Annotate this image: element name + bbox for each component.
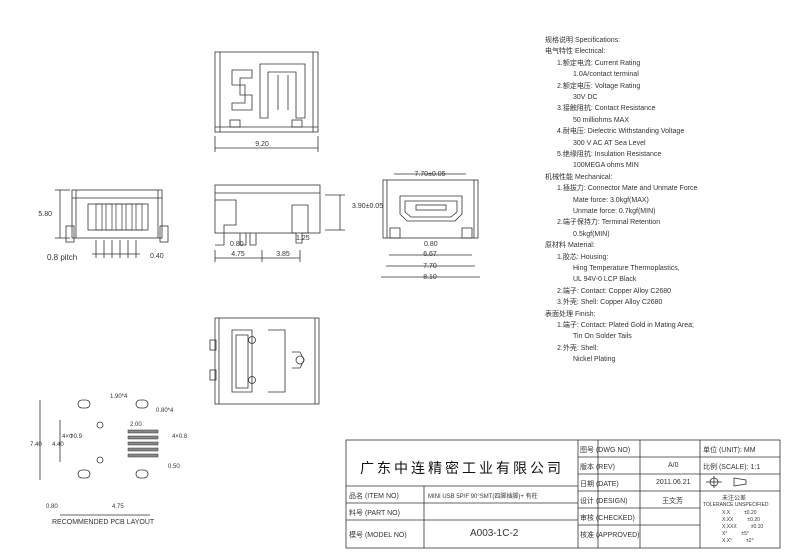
dim-front-770t: 7.70±0.05 bbox=[414, 171, 445, 178]
dim-mid-125: 1.25 bbox=[296, 235, 310, 242]
rev-label: 版本 (REV) bbox=[580, 464, 616, 471]
middle-view: 3.90±0.05 0.80 1.25 4.75 3.85 bbox=[214, 184, 383, 262]
dim-pcb-4x08: 4×0.8 bbox=[172, 434, 188, 440]
dim-pcb-09: 4×Φ0.9 bbox=[62, 434, 83, 440]
date-value: 2011.06.21 bbox=[656, 479, 691, 486]
spec-line: Mate force: 3.0kgf(MAX) bbox=[573, 196, 649, 204]
spec-line: UL 94V-0 LCP Black bbox=[573, 276, 637, 284]
spec-line: 4.耐电压: Dielectric Withstanding Voltage bbox=[557, 128, 685, 136]
spec-line: 0.5kgf(MIN) bbox=[573, 230, 610, 238]
design-label: 设计 (DESIGN) bbox=[580, 498, 628, 505]
dim-pcb-740: 7.40 bbox=[30, 442, 42, 448]
date-label: 日期 (DATE) bbox=[580, 481, 619, 488]
spec-line: 100MEGA ohms MIN bbox=[573, 162, 639, 170]
design-value: 王文芳 bbox=[662, 498, 683, 505]
spec-line: 2.端子保持力: Terminal Retention bbox=[557, 219, 661, 227]
company-name: 广东中连精密工业有限公司 bbox=[360, 461, 564, 477]
top-view: 9.20 bbox=[214, 51, 319, 152]
spec-line: 5.绝缘阻抗: Insulation Resistance bbox=[557, 151, 662, 158]
item-label: 品名 (ITEM NO) bbox=[349, 493, 399, 500]
rev-value: A/0 bbox=[668, 462, 679, 469]
spec-line: 机械性能 Mechanical: bbox=[545, 173, 613, 181]
tolerance-subtitle: TOLERANCE UNSPECIFIED bbox=[703, 502, 769, 508]
spec-line: 2.额定电压: Voltage Rating bbox=[557, 82, 641, 90]
dim-pcb-080x4: 0.80*4 bbox=[156, 408, 174, 414]
dim-mid-390: 3.90±0.05 bbox=[352, 203, 383, 210]
checked-label: 审核 (CHECKED) bbox=[580, 515, 635, 522]
dim-mid-475: 4.75 bbox=[231, 251, 245, 258]
side-view: 5.80 0.8 pitch 0.40 bbox=[38, 189, 169, 262]
spec-line: 300 V AC AT Sea Level bbox=[573, 139, 646, 147]
tolerance-row: X.X±0.20 bbox=[722, 510, 757, 516]
spec-line: Unmate force: 0.7kgf(MIN) bbox=[573, 208, 656, 215]
scale-label: 比例 (SCALE): 1:1 bbox=[703, 464, 761, 471]
dim-pcb-475: 4.75 bbox=[112, 504, 124, 510]
dim-front-080: 0.80 bbox=[424, 241, 438, 248]
model-value: A003-1C-2 bbox=[470, 528, 519, 539]
dim-pcb-190: 1.90*4 bbox=[110, 394, 128, 400]
spec-line: 3.接触阻抗: Contact Resistance bbox=[557, 105, 656, 113]
tolerance-row: X.X°±2° bbox=[722, 538, 754, 544]
dwg-label: 图号 (DWG NO) bbox=[580, 447, 631, 454]
spec-line: 规格说明 Specifications: bbox=[545, 37, 621, 44]
tolerance-row: X°±5° bbox=[722, 531, 749, 537]
dim-mid-080: 0.80 bbox=[230, 241, 244, 248]
dim-top-width: 9.20 bbox=[255, 141, 269, 148]
tolerance-row: X.XX±0.20 bbox=[722, 517, 760, 523]
spec-line: Nickel Plating bbox=[573, 356, 616, 364]
title-block-frame bbox=[345, 439, 781, 549]
part-label: 料号 (PART NO) bbox=[349, 510, 400, 517]
spec-line: 电气特性 Electrical: bbox=[545, 48, 606, 56]
pcb-title: RECOMMENDED PCB LAYOUT bbox=[52, 519, 155, 526]
spec-line: 1.0A/contact terminal bbox=[573, 71, 639, 79]
dim-front-770: 7.70 bbox=[423, 263, 437, 270]
spec-line: 3.外壳: Shell: Copper Alloy C2680 bbox=[557, 299, 663, 307]
spec-line: 30V DC bbox=[573, 94, 598, 101]
dim-pcb-050: 0.50 bbox=[168, 464, 180, 470]
tolerance-row: X.XXX±0.10 bbox=[722, 524, 764, 530]
tolerance-title: 未注公差 bbox=[722, 496, 747, 502]
dim-side-height: 5.80 bbox=[38, 211, 52, 218]
item-value: MINI USB 5P/F 90°SMT(四脚插脚)+ 有柱 bbox=[428, 494, 538, 500]
bottom-view bbox=[209, 317, 320, 405]
spec-line: 2.外壳: Shell: bbox=[557, 344, 599, 352]
spec-line: 表面处理 Finish: bbox=[545, 310, 596, 318]
spec-line: 50 milliohms MAX bbox=[573, 116, 630, 124]
spec-line: 原材料 Material: bbox=[545, 242, 595, 250]
approved-label: 核准 (APPROVED) bbox=[580, 532, 640, 539]
dim-pcb-200: 2.00 bbox=[130, 422, 142, 428]
spec-line: 1.端子: Contact: Plated Gold in Mating Are… bbox=[557, 322, 694, 329]
unit-label: 单位 (UNIT): MM bbox=[703, 447, 756, 454]
dim-front-667: 6.67 bbox=[423, 251, 437, 258]
spec-line: Hing Temperature Thermoplastics, bbox=[573, 265, 680, 272]
pcb-layout: 1.90*4 0.80*4 2.00 4×Φ0.9 4×0.8 7.40 4.4… bbox=[30, 394, 188, 526]
dim-mid-385: 3.85 bbox=[276, 251, 290, 258]
spec-line: Tin On Solder Tails bbox=[573, 333, 632, 341]
model-label: 模号 (MODEL NO) bbox=[349, 532, 407, 539]
dim-front-810: 8.10 bbox=[423, 274, 437, 281]
dim-pcb-440: 4.40 bbox=[52, 442, 64, 448]
dim-pcb-080: 0.80 bbox=[46, 504, 58, 510]
spec-line: 1.额定电流: Current Rating bbox=[557, 59, 641, 67]
spec-line: 2.端子: Contact: Copper Alloy C2680 bbox=[557, 287, 672, 295]
spec-line: 1.胶芯: Housing: bbox=[557, 253, 609, 261]
front-view: 7.70±0.05 0.80 6.67 7.70 8.10 bbox=[381, 171, 480, 281]
spec-line: 1.插拔力: Connector Mate and Unmate Force bbox=[557, 185, 698, 193]
dim-pitch: 0.8 pitch bbox=[47, 253, 77, 262]
dim-side-040: 0.40 bbox=[150, 253, 164, 260]
